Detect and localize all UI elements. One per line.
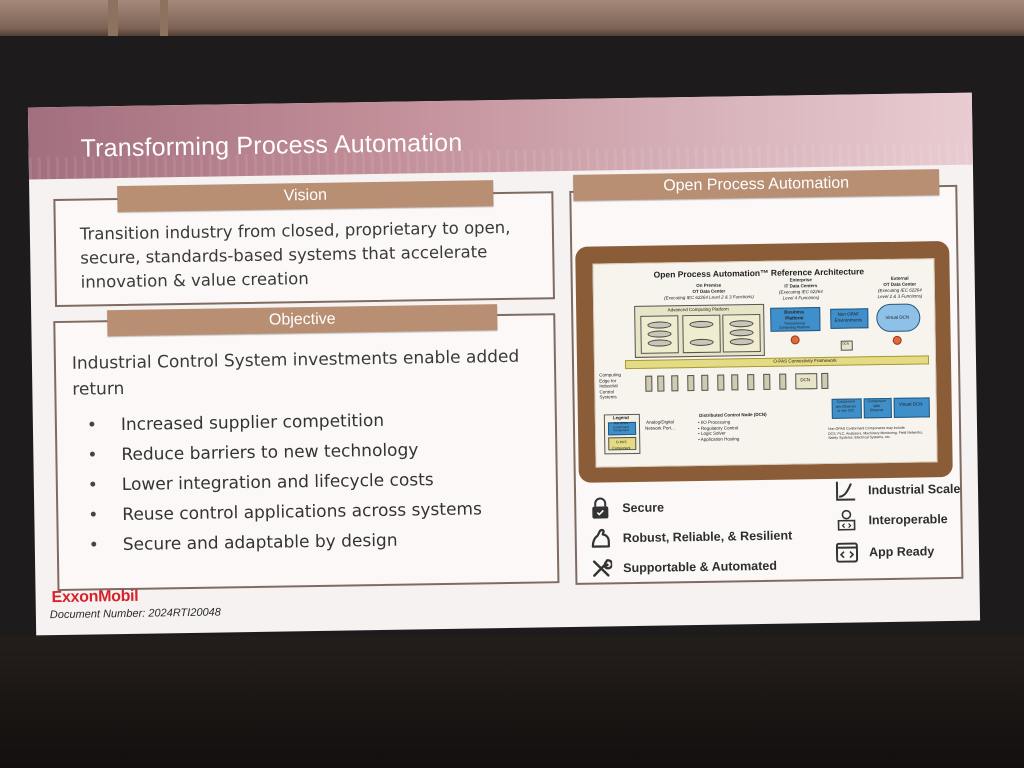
document-number: Document Number: 2024RTI20048 xyxy=(49,606,221,622)
dcn-node xyxy=(701,374,709,391)
slide-title: Transforming Process Automation xyxy=(80,128,463,163)
feature-robust: Robust, Reliable, & Resilient xyxy=(589,523,793,550)
computing-edge-label: Computing Edge for Industrial Control Sy… xyxy=(599,372,621,400)
flexed-arm-icon xyxy=(589,526,613,550)
legend-label: Legend xyxy=(612,415,629,421)
on-premise-sub: (Executing IEC 62264 Level 2 & 3 Functio… xyxy=(664,294,754,301)
feature-label: Interoperable xyxy=(868,512,948,528)
objective-bullet: Secure and adaptable by design xyxy=(123,524,483,560)
objective-bullets: Increased supplier competition Reduce ba… xyxy=(121,404,483,560)
lock-icon xyxy=(588,496,612,520)
dcn-node xyxy=(821,372,829,390)
dcn-large-label: DCN xyxy=(800,377,811,383)
room-floor xyxy=(0,636,1024,768)
external-sub: (Executing IEC 62264 Level 2 & 3 Functio… xyxy=(877,287,923,299)
virtual-dcn-component-label: Virtual DCN xyxy=(898,401,923,407)
component-no-ethernet-label: Component w/o Ethernet or w/o OCI xyxy=(835,399,856,413)
legend-non-opas-label: Non OPAS Conformant Component xyxy=(613,421,629,433)
dcn-node xyxy=(717,374,725,391)
exxonmobil-logo: ExxonMobil xyxy=(51,587,139,607)
analog-port-label: Analog/Digital Network Port... xyxy=(645,419,675,431)
enterprise-sub: (Executing IEC 62264 Level 4 Functions) xyxy=(778,288,823,301)
dcn-node xyxy=(763,373,771,390)
feature-app-ready: App Ready xyxy=(835,539,935,565)
component-ethernet-label: Component With Ethernet xyxy=(867,399,886,413)
dcn-description-list: • I/O Processing • Regulatory Control • … xyxy=(697,419,740,442)
growth-chart-icon xyxy=(834,478,858,502)
wall-fixture xyxy=(108,0,118,36)
on-premise-label: On Premise OT Data Center xyxy=(692,282,726,294)
dcn-node xyxy=(731,374,739,391)
dcn-description-title: Distributed Control Node (DCN) xyxy=(699,411,767,418)
feature-label: App Ready xyxy=(868,544,935,560)
firewall-icon xyxy=(790,335,800,345)
tools-icon xyxy=(589,556,613,580)
feature-label: Robust, Reliable, & Resilient xyxy=(622,528,793,546)
feature-supportable: Supportable & Automated xyxy=(589,554,777,581)
objective-intro: Industrial Control System investments en… xyxy=(71,346,520,400)
feature-interoperable: Interoperable xyxy=(834,507,948,533)
feature-label: Industrial Scale xyxy=(867,481,961,498)
presentation-slide: Transforming Process Automation Vision T… xyxy=(27,92,981,636)
feature-secure: Secure xyxy=(588,496,664,521)
vision-text: Transition industry from closed, proprie… xyxy=(79,217,511,292)
code-window-icon xyxy=(835,540,859,564)
dcn-small-label: DCN xyxy=(842,341,850,346)
enterprise-label: Enterprise IT Data Centers xyxy=(784,277,818,289)
wall-fixture xyxy=(160,0,168,36)
business-platform-label: Business Platform xyxy=(784,309,805,321)
dcn-node xyxy=(747,374,755,391)
non-opas-note: Non-OPAS Conformant Components may inclu… xyxy=(828,425,923,440)
dcn-node xyxy=(671,375,679,392)
feature-label: Supportable & Automated xyxy=(623,558,778,576)
dcn-node xyxy=(645,375,653,392)
business-platform-sub: Transactional Computing Platform xyxy=(778,321,810,330)
diagram-frame: Open Process Automation™ Reference Archi… xyxy=(575,240,953,483)
dcn-node xyxy=(687,375,695,392)
legend-opas-label: O-PAS Component xyxy=(612,440,631,450)
developer-icon xyxy=(834,508,858,532)
feature-label: Secure xyxy=(622,500,665,516)
diagram-title: Open Process Automation™ Reference Archi… xyxy=(653,266,865,280)
reference-architecture-diagram: Open Process Automation™ Reference Archi… xyxy=(592,258,938,468)
ceiling-wall xyxy=(0,0,1024,40)
non-opaf-label: Non OPAF Environments xyxy=(834,311,863,323)
dcn-node xyxy=(657,375,665,392)
firewall-icon xyxy=(892,335,902,345)
virtual-dcn-label: Virtual DCN xyxy=(885,314,910,321)
external-label: External OT Data Center xyxy=(883,275,917,287)
feature-industrial-scale: Industrial Scale xyxy=(834,477,961,503)
dcn-node xyxy=(779,373,787,390)
